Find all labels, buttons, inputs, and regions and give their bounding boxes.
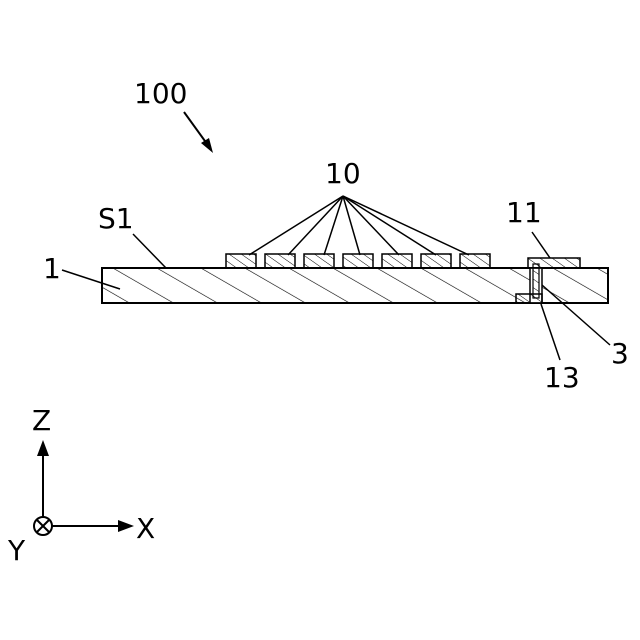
device-arrow xyxy=(184,112,213,153)
pads-label: 10 xyxy=(325,157,361,190)
bottom-pad-label: 13 xyxy=(544,361,580,394)
pad xyxy=(265,254,295,268)
pad xyxy=(382,254,412,268)
bottom-pad xyxy=(516,294,542,303)
via-label: 3 xyxy=(611,337,629,370)
x-axis-label: X xyxy=(136,512,155,545)
top-pad-leader xyxy=(532,232,550,258)
z-arrowhead xyxy=(37,440,49,456)
z-axis-label: Z xyxy=(32,404,51,437)
surface-label: S1 xyxy=(98,202,134,235)
top-pad-label: 11 xyxy=(506,196,542,229)
pads-group xyxy=(226,254,490,268)
device-label: 100 xyxy=(134,77,187,110)
x-arrowhead xyxy=(118,520,134,532)
pad xyxy=(304,254,334,268)
surface-leader xyxy=(133,234,166,268)
pad xyxy=(226,254,256,268)
pad xyxy=(421,254,451,268)
y-axis-label: Y xyxy=(7,534,26,567)
through-via xyxy=(533,264,539,298)
top-pad xyxy=(528,258,580,268)
substrate-label: 1 xyxy=(43,252,61,285)
pad xyxy=(460,254,490,268)
axes-diagram: Z X Y xyxy=(7,404,155,567)
bottom-pad-leader xyxy=(541,304,560,360)
pads-leader-lines xyxy=(249,196,469,255)
pad xyxy=(343,254,373,268)
